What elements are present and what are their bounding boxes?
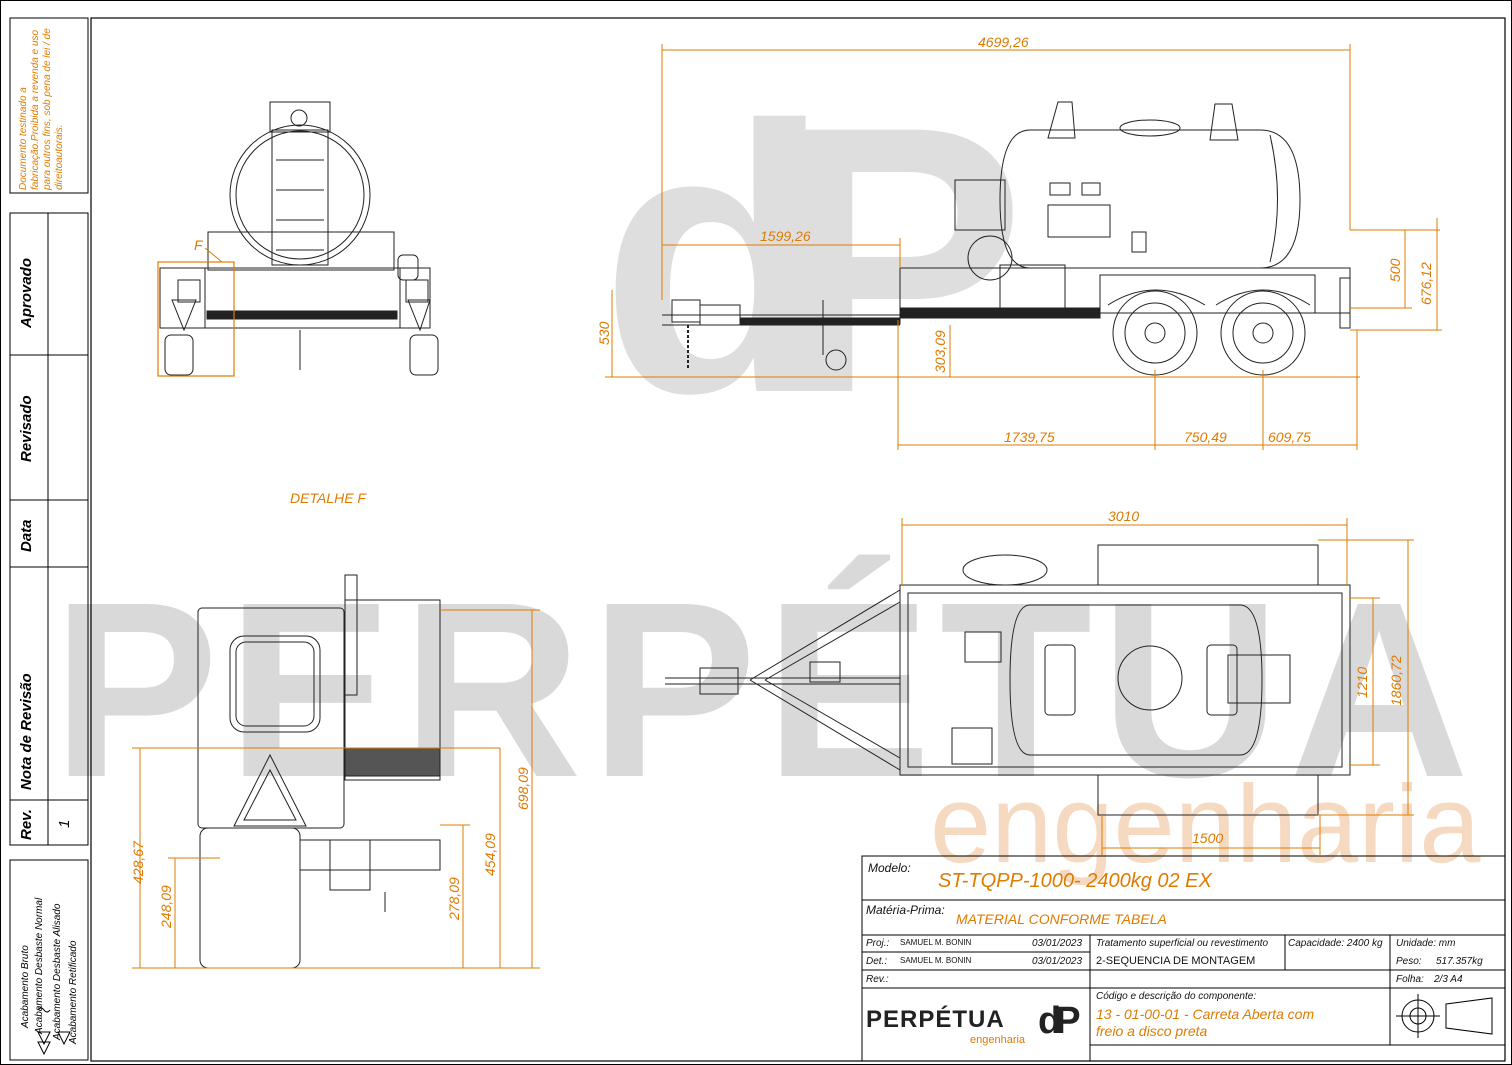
finish-legend-3: Acabamento Desbaste Alisado [52,903,63,1040]
watermark-brand: PERPÉTUA [52,550,1478,829]
side-panel-frame [9,17,89,1061]
dim-278: 278,09 [446,877,462,920]
codigo-value-2: freio a disco preta [1096,1023,1208,1039]
dim-676: 676,12 [1418,262,1434,305]
dim-698: 698,09 [515,767,531,810]
proj-label: Proj.: [866,938,890,949]
finish-legend-2: Acabamento Desbaste Normal [34,897,45,1034]
label-nota-revisao: Nota de Revisão [18,673,35,790]
proj-name: SAMUEL M. BONIN [900,938,972,947]
dim-428: 428,67 [130,841,146,884]
finish-symbols [37,1007,71,1056]
dim-1500: 1500 [1192,830,1224,846]
top-view [665,544,1351,816]
dim-609: 609,75 [1268,429,1311,445]
dim-hitch-height: 530 [596,321,612,345]
tratamento-label: Tratamento superficial ou revestimento [1096,938,1269,949]
logo-brand: PERPÉTUA [866,1006,1005,1033]
detail-f-box [157,261,235,377]
det-date: 03/01/2023 [1032,956,1083,967]
materia-value: MATERIAL CONFORME TABELA [956,911,1167,927]
det-name: SAMUEL M. BONIN [900,956,972,965]
dim-3010: 3010 [1108,508,1140,524]
dim-248: 248,09 [158,885,174,928]
rev-label: Rev.: [866,974,889,985]
codigo-value-1: 13 - 01-00-01 - Carreta Aberta com [1096,1006,1315,1022]
finish-legend-4: Acabamento Retificado [68,940,79,1044]
label-aprovado: Aprovado [18,257,35,328]
capacidade: Capacidade: 2400 kg [1288,938,1383,949]
modelo-label: Modelo: [868,861,911,875]
dim-1860: 1860,72 [1388,655,1404,706]
watermark-sub: engenharia [930,763,1481,886]
modelo-value: ST-TQPP-1000- 2400kg 02 EX [938,870,1212,892]
copyright-note: Documento testinado a fabricação.Proibid… [18,28,65,190]
watermark-mark: dP [600,47,1026,472]
dim-hitch-to-tank: 1599,26 [760,228,811,244]
proj-date: 03/01/2023 [1032,938,1083,949]
title-block-grid [861,855,1506,1062]
peso-label: Peso: [1396,956,1422,967]
label-data: Data [18,519,35,552]
dim-500: 500 [1387,258,1403,282]
peso-value: 517.357kg [1436,956,1483,967]
label-revisado: Revisado [18,395,35,462]
logo-sub: engenharia [970,1034,1026,1046]
dim-overall-length: 4699,26 [978,34,1029,50]
unidade: Unidade: mm [1396,938,1456,949]
det-label: Det.: [866,956,888,967]
folha-value: 2/3 A4 [1434,974,1463,985]
side-view [662,101,1351,376]
logo-mark: dP [1038,1000,1080,1042]
dim-750: 750,49 [1184,429,1227,445]
detail-title: DETALHE F [290,490,366,506]
detail-f-view [197,574,441,969]
tratamento-value: 2-SEQUENCIA DE MONTAGEM [1096,955,1256,967]
finish-legend-1: Acabamento Bruto [20,945,31,1028]
dim-1210: 1210 [1354,666,1370,698]
folha-label: Folha: [1396,974,1424,985]
detail-marker: F [194,237,203,253]
dim-1739: 1739,75 [1004,429,1055,445]
materia-label: Matéria-Prima: [866,903,945,917]
rev-value: 1 [56,819,73,828]
dim-454: 454,09 [482,833,498,876]
label-rev: Rev. [18,809,35,840]
codigo-label: Código e descrição do componente: [1096,991,1257,1002]
dimension-lines [132,44,1442,969]
dim-frame-height: 303,09 [932,330,948,373]
